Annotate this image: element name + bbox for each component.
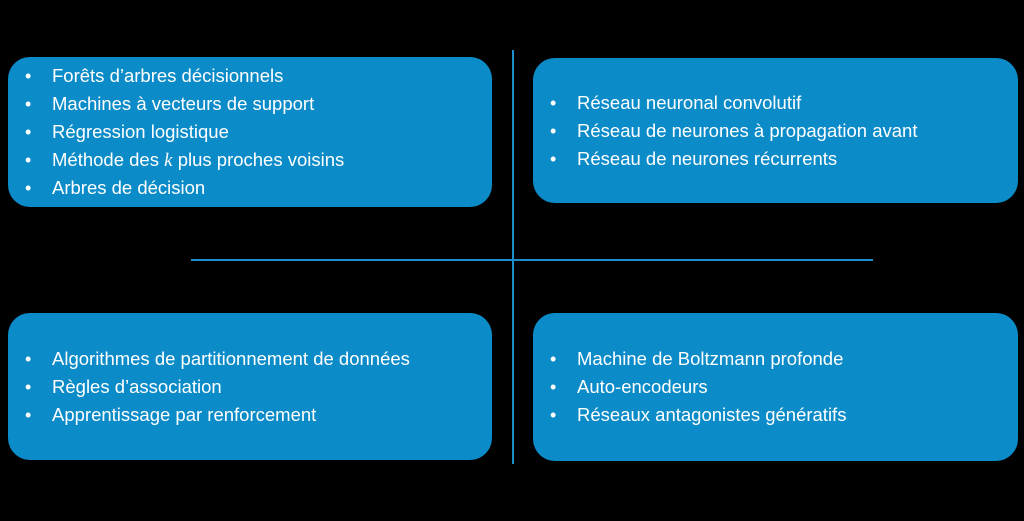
vertical-divider-line xyxy=(512,50,514,464)
list-item-label: Machines à vecteurs de support xyxy=(52,93,315,114)
list-item-label: Arbres de décision xyxy=(52,177,206,198)
list-item-label: Machine de Boltzmann profonde xyxy=(577,348,844,369)
bullet-icon: • xyxy=(25,94,32,114)
card-bottom-right[interactable]: • Machine de Boltzmann profonde • Auto-e… xyxy=(533,313,1018,461)
list-item-label: Réseau neuronal convolutif xyxy=(577,91,802,113)
list-item: • Machine de Boltzmann profonde xyxy=(550,345,1018,373)
bullet-icon: • xyxy=(550,349,557,369)
bullet-icon: • xyxy=(25,150,32,170)
bullet-icon: • xyxy=(550,148,557,169)
card-top-left[interactable]: • Forêts d’arbres décisionnels • Machine… xyxy=(8,57,492,207)
list-item-label: Forêts d’arbres décisionnels xyxy=(52,65,284,86)
bullet-list-top-right: • Réseau neuronal convolutif • Réseau de… xyxy=(533,89,1018,173)
list-item: • Forêts d’arbres décisionnels xyxy=(25,62,492,90)
list-item: • Machines à vecteurs de support xyxy=(25,90,492,118)
list-item: • Apprentissage par renforcement xyxy=(25,401,492,429)
list-item: • Régression logistique xyxy=(25,118,492,146)
list-item-label: Règles d’association xyxy=(52,375,222,397)
bullet-list-bottom-left: • Algorithmes de partitionnement de donn… xyxy=(8,345,492,429)
list-item: • Auto-encodeurs xyxy=(550,373,1018,401)
list-item-label: Réseau de neurones récurrents xyxy=(577,147,838,169)
list-item: • Algorithmes de partitionnement de donn… xyxy=(25,345,492,373)
list-item-label: Réseau de neurones à propagation avant xyxy=(577,119,918,141)
bullet-icon: • xyxy=(25,348,32,369)
bullet-list-top-left: • Forêts d’arbres décisionnels • Machine… xyxy=(8,62,492,202)
list-item: • Réseau neuronal convolutif xyxy=(550,89,1018,117)
bullet-icon: • xyxy=(550,120,557,141)
bullet-icon: • xyxy=(550,92,557,113)
horizontal-divider-line xyxy=(191,259,873,261)
list-item-label: Auto-encodeurs xyxy=(577,376,708,397)
bullet-icon: • xyxy=(25,122,32,142)
bullet-icon: • xyxy=(25,376,32,397)
list-item-label: Apprentissage par renforcement xyxy=(52,403,317,425)
bullet-icon: • xyxy=(25,404,32,425)
bullet-list-bottom-right: • Machine de Boltzmann profonde • Auto-e… xyxy=(533,345,1018,429)
list-item: • Méthode des k plus proches voisins xyxy=(25,146,492,174)
bullet-icon: • xyxy=(25,178,32,198)
list-item-label: Méthode des k plus proches voisins xyxy=(52,149,345,171)
list-item: • Réseaux antagonistes génératifs xyxy=(550,401,1018,429)
list-item-label: Algorithmes de partitionnement de donnée… xyxy=(52,347,410,369)
list-item-label: Régression logistique xyxy=(52,121,229,142)
card-top-right[interactable]: • Réseau neuronal convolutif • Réseau de… xyxy=(533,58,1018,203)
list-item: • Réseau de neurones à propagation avant xyxy=(550,117,1018,145)
bullet-icon: • xyxy=(550,377,557,397)
list-item: • Règles d’association xyxy=(25,373,492,401)
card-bottom-left[interactable]: • Algorithmes de partitionnement de donn… xyxy=(8,313,492,460)
list-item: • Réseau de neurones récurrents xyxy=(550,145,1018,173)
bullet-icon: • xyxy=(25,66,32,86)
bullet-icon: • xyxy=(550,405,557,425)
list-item: • Arbres de décision xyxy=(25,174,492,202)
list-item-label: Réseaux antagonistes génératifs xyxy=(577,404,847,425)
